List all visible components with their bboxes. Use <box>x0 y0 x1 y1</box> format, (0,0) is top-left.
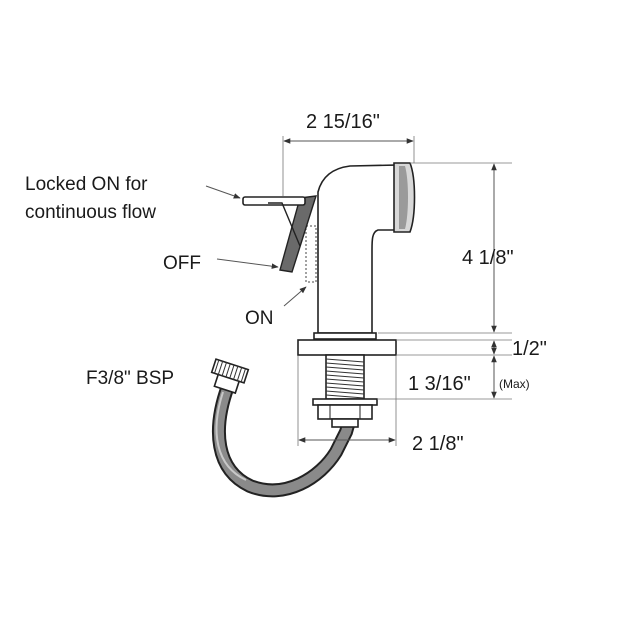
dim-flange: 1/2" <box>512 338 547 360</box>
dim-height-main: 4 1/8" <box>462 247 514 269</box>
dimension-lines <box>282 136 512 446</box>
base-mount <box>297 339 397 428</box>
label-locked-on-line2: continuous flow <box>25 202 156 223</box>
sprayer-body <box>313 162 416 340</box>
dim-nut-width: 2 1/8" <box>412 433 464 455</box>
label-on: ON <box>245 308 274 329</box>
hose-connector-nut <box>210 358 250 395</box>
trigger-on-position <box>305 225 317 283</box>
label-off: OFF <box>163 253 201 274</box>
dim-shank-note: (Max) <box>499 377 530 391</box>
dim-width-top: 2 15/16" <box>306 111 380 133</box>
label-locked-on-line1: Locked ON for <box>25 174 148 195</box>
leader-arrows <box>205 185 307 307</box>
dim-shank: 1 3/16" <box>408 373 471 395</box>
trigger <box>279 195 317 273</box>
lock-lever <box>242 196 306 247</box>
hose <box>212 383 357 498</box>
label-thread: F3/8" BSP <box>86 368 174 389</box>
